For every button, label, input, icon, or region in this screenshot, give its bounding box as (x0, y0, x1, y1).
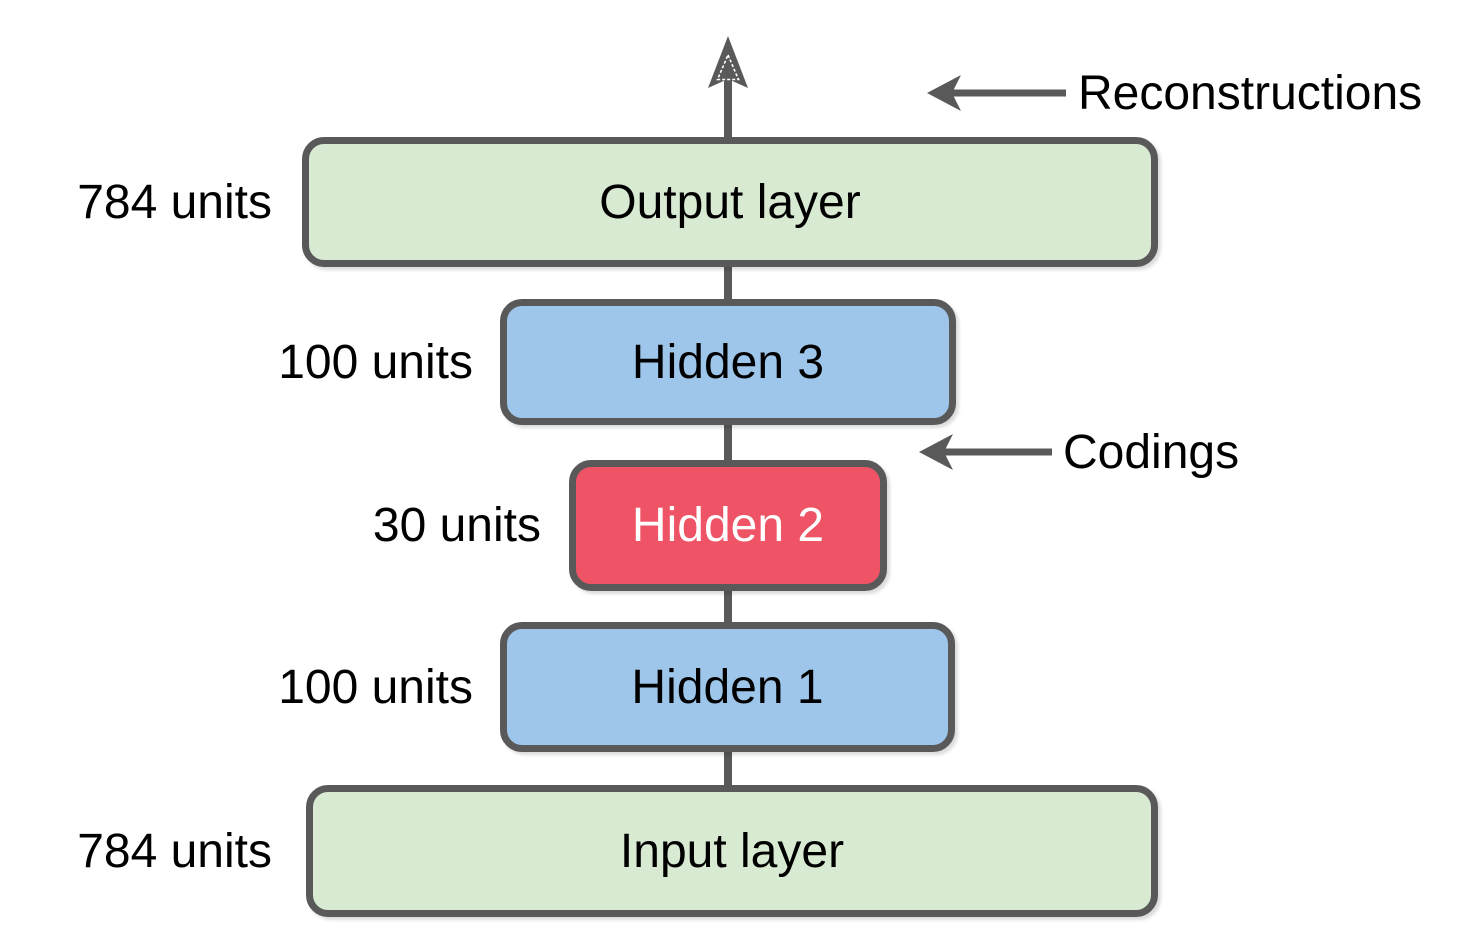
layer-box-input: Input layer (306, 785, 1158, 917)
layer-box-output: Output layer (302, 137, 1158, 267)
units-label-hidden1: 100 units (278, 660, 473, 714)
layer-label-hidden2: Hidden 2 (631, 499, 825, 552)
layer-label-input: Input layer (619, 824, 845, 878)
reconstructions-arrow-icon (927, 75, 1066, 111)
units-label-input: 784 units (77, 824, 272, 878)
codings-arrow-icon (919, 434, 1052, 470)
units-label-output: 784 units (77, 175, 272, 229)
layer-box-hidden3: Hidden 3 (500, 299, 956, 425)
reconstructions-label: Reconstructions (1078, 66, 1423, 120)
units-label-hidden3: 100 units (278, 335, 473, 389)
layer-box-hidden2: Hidden 2 (569, 460, 887, 591)
vertical-connector-line (724, 66, 732, 852)
layer-label-hidden1: Hidden 1 (631, 660, 824, 714)
layer-label-output: Output layer (599, 175, 861, 229)
layer-label-hidden3: Hidden 3 (631, 335, 825, 389)
layer-box-hidden1: Hidden 1 (500, 622, 955, 752)
units-label-hidden2: 30 units (372, 499, 541, 552)
codings-label: Codings (1063, 425, 1240, 479)
